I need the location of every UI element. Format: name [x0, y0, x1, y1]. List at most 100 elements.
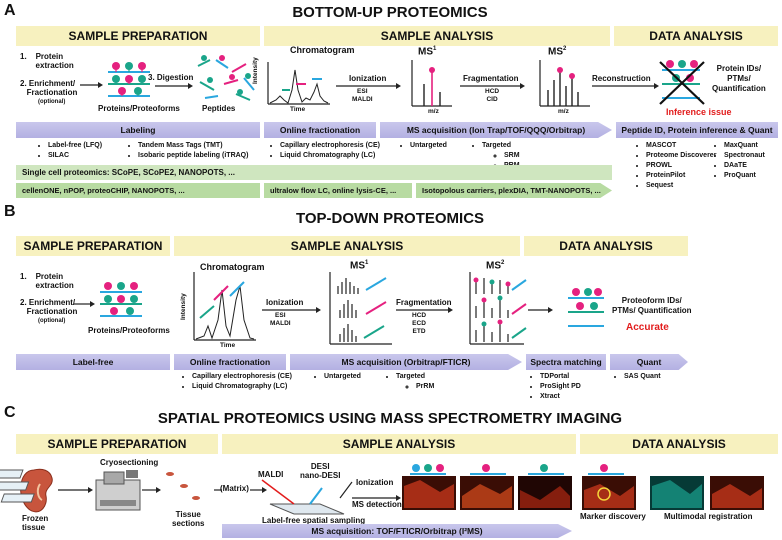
b-ion-methods: ESI MALDI	[270, 312, 291, 327]
a-fractionation-list: Capillary electrophoresis (CE) Liquid Ch…	[268, 141, 380, 161]
a-ms1-spectrum	[411, 60, 452, 107]
a-inference-issue: Inference issue	[666, 107, 732, 117]
b-proteins-glyph	[100, 282, 142, 317]
cryostat-icon	[95, 470, 141, 511]
ms-image-strip	[402, 464, 572, 510]
c-desi-label: DESI nano-DESI	[300, 462, 341, 480]
a-time-label: Time	[290, 106, 306, 113]
b-header-analysis: SAMPLE ANALYSIS	[174, 236, 520, 256]
b-result-label: Proteoform IDs/ PTMs/ Quantification	[612, 296, 692, 315]
b-targeted-0: Targeted	[396, 372, 425, 382]
multimodal-image	[650, 476, 764, 510]
b-quant-tools-list: SAS Quant	[612, 372, 661, 382]
marker-discovery-image	[582, 464, 636, 510]
panel-c-title: SPATIAL PROTEOMICS USING MASS SPECTROMET…	[157, 410, 623, 427]
a-header-analysis: SAMPLE ANALYSIS	[264, 26, 610, 46]
c-matrix-label: (Matrix)	[220, 484, 249, 493]
b-targeted-list: Targeted	[384, 372, 425, 382]
a-software-right-3: ProQuant	[724, 171, 765, 181]
a-ms1-mz: m/z	[428, 108, 439, 115]
b-targeted-sub-0: PrRM	[416, 382, 434, 392]
a-ms1-label: MS1	[418, 46, 437, 58]
b-step-optional: (optional)	[38, 318, 66, 324]
b-accurate-label: Accurate	[626, 322, 669, 333]
a-labeling-left-0: Label-free (LFQ)	[48, 141, 102, 151]
a-labeling-right-list: Tandem Mass Tags (TMT) Isobaric peptide …	[126, 141, 248, 161]
c-sections-label: Tissue sections	[172, 510, 205, 528]
a-software-left-list: MASCOT Proteome Discoverer PROWL Protein…	[634, 141, 716, 191]
a-band-peptide-id: Peptide ID, Protein inference & Quant	[616, 122, 778, 138]
a-chromatogram-title: Chromatogram	[290, 45, 355, 55]
b-step-extraction: 1. Protein extraction	[20, 272, 74, 290]
a-labeling-left-list: Label-free (LFQ) SILAC	[36, 141, 102, 161]
b-spectra-tool-2: Xtract	[540, 392, 581, 402]
a-ion-methods: ESI MALDI	[352, 88, 373, 103]
b-spectra-tools-list: TDPortal ProSight PD Xtract	[528, 372, 581, 402]
a-step-digestion: 3. Digestion	[148, 73, 194, 82]
a-untargeted-list: Untargeted	[398, 141, 447, 151]
b-ms1-spectrum	[329, 272, 392, 345]
a-chromatogram	[267, 62, 330, 105]
a-targeted-list: Targeted	[470, 141, 511, 151]
b-fractionation-1: Liquid Chromatography (LC)	[192, 382, 292, 392]
a-fragmentation-label: Fragmentation	[463, 74, 519, 83]
c-multimodal-label: Multimodal registration	[664, 512, 753, 521]
b-result-glyph	[568, 288, 604, 327]
c-header-analysis: SAMPLE ANALYSIS	[222, 434, 576, 454]
a-ms2-spectrum	[539, 60, 590, 107]
b-untargeted-0: Untargeted	[324, 372, 361, 382]
a-ionization-label: Ionization	[349, 74, 387, 83]
panel-b-title: TOP-DOWN PROTEOMICS	[295, 210, 485, 227]
b-ionization-label: Ionization	[266, 298, 304, 307]
a-software-right-2: DAaTE	[724, 161, 765, 171]
slide-sampling-icon	[261, 479, 345, 515]
panel-b-letter: B	[4, 203, 16, 220]
a-software-left-2: PROWL	[646, 161, 716, 171]
a-inference-glyph	[659, 60, 705, 105]
b-chromatogram	[193, 272, 256, 341]
b-quant-tool-0: SAS Quant	[624, 372, 661, 382]
c-header-data: DATA ANALYSIS	[580, 434, 778, 454]
c-ionization-label: Ionization	[356, 478, 394, 487]
b-spectra-tool-1: ProSight PD	[540, 382, 581, 392]
b-untargeted-list: Untargeted	[312, 372, 361, 382]
kidney-icon	[20, 468, 53, 513]
a-targeted-0: Targeted	[482, 141, 511, 151]
a-step-extraction: 1. Protein extraction	[20, 52, 74, 70]
a-software-left-4: Sequest	[646, 181, 716, 191]
b-frag-methods: HCD ECD ETD	[412, 312, 427, 335]
a-software-right-0: MaxQuant	[724, 141, 765, 151]
b-time-label: Time	[220, 342, 236, 349]
a-band-online: Online fractionation	[264, 122, 376, 138]
a-reconstruction-label: Reconstruction	[592, 74, 651, 83]
a-frag-methods: HCD CID	[485, 88, 500, 103]
panel-a-title: BOTTOM-UP PROTEOMICS	[292, 4, 488, 21]
b-fragmentation-label: Fragmentation	[396, 298, 452, 307]
a-result-label: Protein IDs/ PTMs/ Quantification	[712, 64, 766, 93]
b-step-enrichment: 2. Enrichment/ Fractionation	[20, 298, 78, 316]
a-step-optional: (optional)	[38, 99, 66, 105]
a-header-prep: SAMPLE PREPARATION	[16, 26, 260, 46]
panel-c-letter: C	[4, 404, 16, 421]
b-chromatogram-title: Chromatogram	[200, 262, 265, 272]
b-header-data: DATA ANALYSIS	[524, 236, 688, 256]
a-label-proteins: Proteins/Proteoforms	[98, 104, 180, 113]
a-green-band-3: Isotopolous carriers, plexDIA, TMT-NANOP…	[416, 183, 612, 198]
b-ms2-spectrum	[469, 272, 524, 345]
c-maldi-label: MALDI	[258, 470, 284, 479]
a-labeling-right-0: Tandem Mass Tags (TMT)	[138, 141, 248, 151]
b-band-ms-acq: MS acquisition (Orbitrap/FTICR)	[290, 354, 522, 370]
a-green-band-1: cellenONE, nPOP, proteoCHIP, NANOPOTS, .…	[16, 183, 260, 198]
b-ms2-markers	[473, 277, 527, 339]
c-marker-label: Marker discovery	[580, 512, 646, 521]
b-band-spectra: Spectra matching	[526, 354, 606, 370]
b-band-label-free: Label-free	[16, 354, 170, 370]
a-ms2-mz: m/z	[558, 108, 569, 115]
a-software-left-0: MASCOT	[646, 141, 716, 151]
a-fractionation-0: Capillary electrophoresis (CE)	[280, 141, 380, 151]
c-label-free-label: Label-free spatial sampling	[262, 516, 366, 525]
a-single-cell-band: Single cell proteomics: SCoPE, SCoPE2, N…	[16, 165, 612, 180]
